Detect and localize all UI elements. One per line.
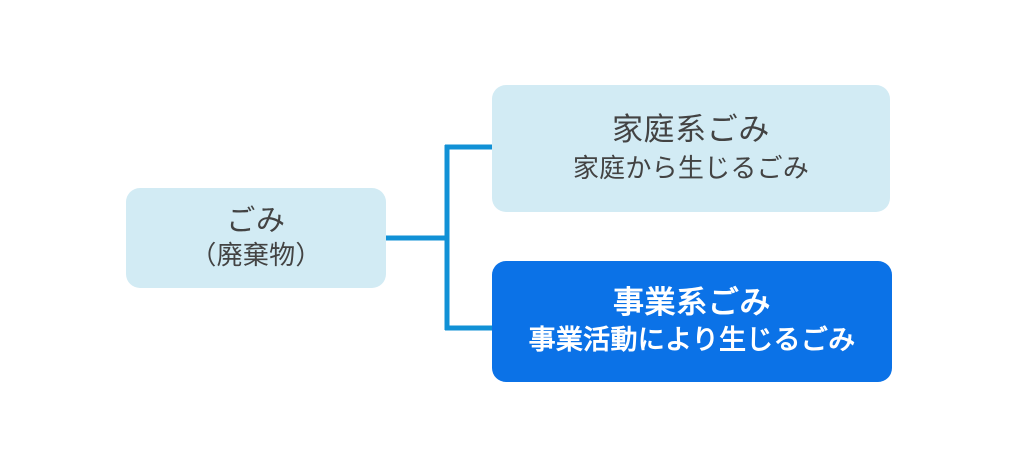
node-household-waste-title: 家庭系ごみ <box>611 111 771 148</box>
node-waste-root: ごみ （廃棄物） <box>126 188 386 288</box>
node-business-waste-title: 事業系ごみ <box>612 284 772 321</box>
node-business-waste: 事業系ごみ 事業活動により生じるごみ <box>492 261 892 382</box>
node-waste-root-subtitle: （廃棄物） <box>190 240 322 271</box>
node-household-waste: 家庭系ごみ 家庭から生じるごみ <box>492 85 890 212</box>
node-waste-root-title: ごみ <box>226 203 286 238</box>
node-business-waste-subtitle: 事業活動により生じるごみ <box>528 325 856 357</box>
node-household-waste-subtitle: 家庭から生じるごみ <box>572 153 810 184</box>
